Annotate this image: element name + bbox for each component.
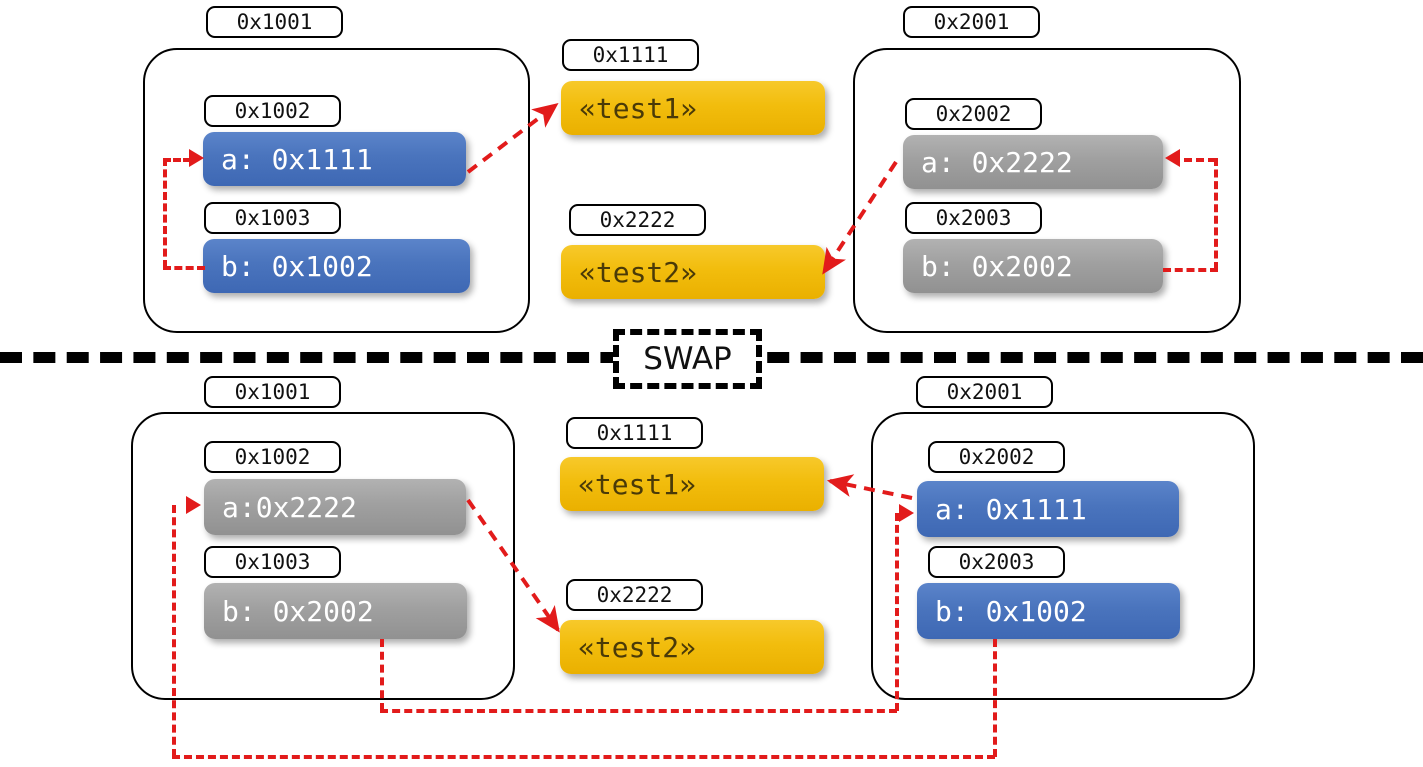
before-object0-address: 0x1111 <box>562 39 699 71</box>
before-object0-value: «test1» <box>561 81 825 135</box>
before-left-frame-address: 0x1001 <box>206 6 343 38</box>
after-right-b-drop-vertical <box>993 639 997 757</box>
before-right-loop-arrowhead <box>1165 149 1180 167</box>
after-left-slot0-value: a:0x2222 <box>204 479 466 535</box>
before-left-loop-arrowhead <box>189 149 204 167</box>
after-left-slot1-value: b: 0x2002 <box>204 583 467 639</box>
after-right-incoming-vertical <box>895 513 899 711</box>
before-left-loop-vertical <box>163 158 167 268</box>
before-object1-value: «test2» <box>561 245 825 299</box>
after-object0-address: 0x1111 <box>566 417 703 449</box>
before-right-loop-top <box>1184 158 1216 162</box>
after-right-slot0-value: a: 0x1111 <box>917 481 1179 537</box>
after-right-frame-address: 0x2001 <box>916 376 1053 408</box>
before-left-loop-bottom <box>163 266 205 270</box>
before-right-slot1-value: b: 0x2002 <box>903 239 1163 293</box>
after-object1-address: 0x2222 <box>566 579 703 611</box>
after-left-frame-address: 0x1001 <box>204 376 341 408</box>
after-right-slot1-value: b: 0x1002 <box>917 583 1180 639</box>
after-right-incoming-arrowhead <box>899 504 914 522</box>
before-left-slot0-value: a: 0x1111 <box>203 132 466 186</box>
before-right-frame-address: 0x2001 <box>903 6 1040 38</box>
after-left-slot1-address: 0x1003 <box>204 546 341 578</box>
before-left-loop-top <box>163 158 191 162</box>
after-object1-value: «test2» <box>560 620 824 674</box>
before-left-slot1-value: b: 0x1002 <box>203 239 470 293</box>
after-left-incoming-arrowhead <box>186 496 201 514</box>
after-left-incoming-bottom <box>172 755 995 759</box>
after-left-b-drop-vertical <box>380 639 384 711</box>
after-right-slot1-address: 0x2003 <box>928 546 1065 578</box>
before-object1-address: 0x2222 <box>569 204 706 236</box>
after-object0-value: «test1» <box>560 457 824 511</box>
before-left-slot0-address: 0x1002 <box>204 95 341 127</box>
after-right-slot0-address: 0x2002 <box>928 441 1065 473</box>
before-right-slot0-value: a: 0x2222 <box>903 135 1163 189</box>
before-right-slot0-address: 0x2002 <box>905 98 1042 130</box>
after-left-b-horizontal <box>380 709 897 713</box>
after-left-slot0-address: 0x1002 <box>204 441 341 473</box>
before-right-loop-vertical <box>1214 158 1218 270</box>
after-left-incoming-vertical <box>172 505 176 757</box>
before-right-slot1-address: 0x2003 <box>905 202 1042 234</box>
before-left-slot1-address: 0x1003 <box>204 202 341 234</box>
before-right-loop-bottom <box>1163 268 1218 272</box>
swap-label: SWAP <box>613 329 762 389</box>
